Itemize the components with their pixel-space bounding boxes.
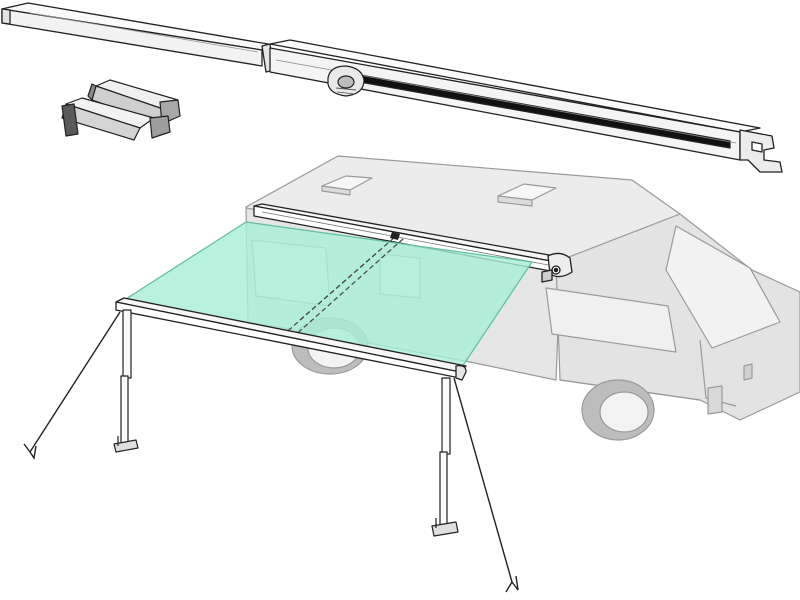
tie-down-left: [23, 311, 121, 460]
front-profile-bar: [115, 297, 467, 381]
support-leg-right: [431, 377, 459, 537]
front-wheel: [581, 379, 655, 441]
mounting-brackets: [61, 79, 181, 141]
support-leg-left: [113, 309, 139, 453]
roof-skylight: [497, 183, 557, 207]
tie-down-ropes: [23, 311, 519, 593]
support-legs: [113, 309, 459, 537]
rail-clip: [327, 65, 365, 97]
roof-skylight: [321, 175, 373, 196]
tie-down-right: [453, 377, 519, 593]
mounting-rail: [1, 2, 783, 173]
